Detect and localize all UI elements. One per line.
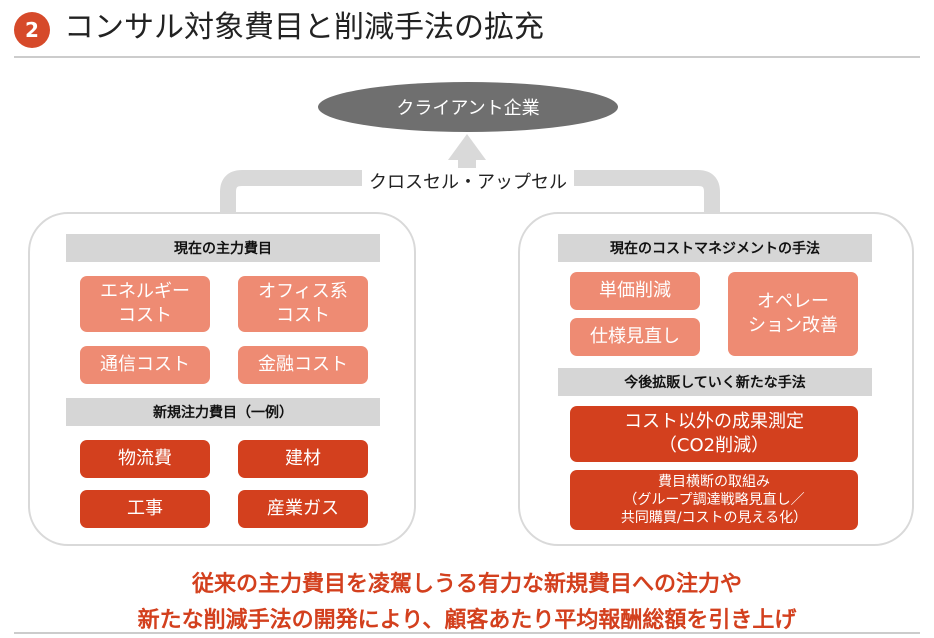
office-cost-box: オフィス系 コスト (238, 276, 368, 332)
cross-sell-label: クロスセル・アップセル (362, 168, 574, 194)
industrial-gas-box: 産業ガス (238, 490, 368, 528)
building-material-box: 建材 (238, 440, 368, 478)
section-number-badge: 2 (14, 12, 50, 48)
page-title: コンサル対象費目と削減手法の拡充 (64, 10, 544, 45)
title-divider (14, 56, 920, 58)
logistics-cost-box: 物流費 (80, 440, 210, 478)
spec-review-box: 仕様見直し (570, 318, 700, 356)
construction-box: 工事 (80, 490, 210, 528)
non-cost-outcome-box: コスト以外の成果測定 （CO2削減） (570, 406, 858, 462)
conclusion-line-1: 従来の主力費目を凌駕しうる有力な新規費目への注力や (191, 572, 742, 597)
current-methods-header: 現在のコストマネジメントの手法 (558, 234, 872, 262)
future-methods-header: 今後拡販していく新たな手法 (558, 368, 872, 396)
operation-improvement-box: オペレー ション改善 (728, 272, 858, 356)
new-items-header: 新規注力費目（一例） (66, 398, 380, 426)
client-company-ellipse: クライアント企業 (318, 82, 618, 132)
conclusion-line-2: 新たな削減手法の開発により、顧客あたり平均報酬総額を引き上げ (137, 608, 797, 633)
finance-cost-box: 金融コスト (238, 346, 368, 384)
bottom-divider (14, 632, 920, 634)
energy-cost-box: エネルギー コスト (80, 276, 210, 332)
unit-price-reduction-box: 単価削減 (570, 272, 700, 310)
current-items-header: 現在の主力費目 (66, 234, 380, 262)
cross-category-box: 費目横断の取組み （グループ調達戦略見直し／ 共同購買/コストの見える化） (570, 470, 858, 530)
telecom-cost-box: 通信コスト (80, 346, 210, 384)
